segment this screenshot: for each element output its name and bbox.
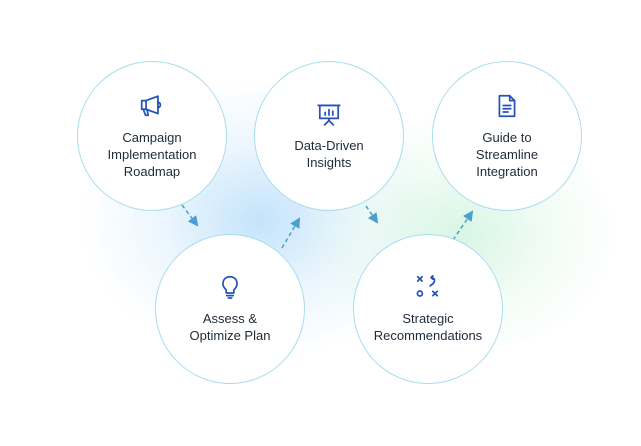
connector-campaign-to-assess: [181, 204, 199, 227]
connector-strategic-to-guide: [452, 210, 474, 241]
connector-assess-to-data: [281, 217, 301, 249]
node-label: Data-Driven Insights: [294, 138, 364, 170]
node-data-driven-insights: Data-Driven Insights: [254, 61, 404, 211]
lightbulb-icon: [222, 275, 238, 299]
strategy-play-icon: [416, 274, 439, 297]
node-guide-to-streamline-integration: Guide to Streamline Integration: [432, 61, 582, 211]
node-label: Strategic Recommendations: [373, 311, 483, 343]
document-icon: [498, 94, 516, 117]
node-label: Guide to Streamline Integration: [475, 129, 539, 179]
node-campaign-implementation-roadmap: Campaign Implementation Roadmap: [77, 61, 227, 211]
connector-data-to-strategic: [365, 205, 379, 224]
node-assess-optimize-plan: Assess & Optimize Plan: [155, 234, 305, 384]
node-strategic-recommendations: Strategic Recommendations: [353, 234, 503, 384]
node-label: Campaign Implementation Roadmap: [107, 129, 197, 179]
presentation-chart-icon: [317, 104, 341, 126]
megaphone-icon: [140, 94, 162, 116]
node-label: Assess & Optimize Plan: [189, 311, 271, 343]
